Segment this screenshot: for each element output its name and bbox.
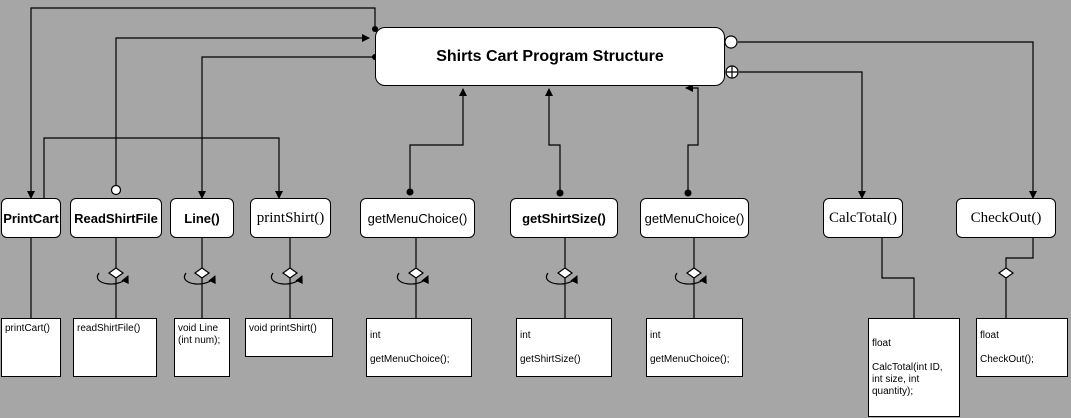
module-getmenuchoice-2: getMenuChoice() bbox=[640, 198, 749, 238]
connector-readshirtfile bbox=[115, 34, 370, 186]
module-calctotal: CalcTotal() bbox=[823, 198, 903, 238]
function-getmenuchoice-2: int getMenuChoice(); bbox=[646, 318, 743, 377]
module-printshirt: printShirt() bbox=[250, 198, 331, 238]
function-getmenuchoice-1: int getMenuChoice(); bbox=[366, 318, 472, 377]
function-checkout: float CheckOut(); bbox=[976, 318, 1068, 377]
function-line: void Line (int num); bbox=[174, 318, 230, 377]
function-calctotal: float CalcTotal(int ID, int size, int qu… bbox=[868, 318, 960, 417]
program-structure-title: Shirts Cart Program Structure bbox=[375, 27, 725, 86]
connector-line bbox=[198, 56, 375, 199]
connector-getmenuchoice-2 bbox=[685, 84, 699, 192]
function-readshirtfile: readShirtFile() bbox=[73, 318, 157, 377]
module-line: Line() bbox=[170, 198, 234, 238]
connector-printcart bbox=[27, 7, 376, 199]
connector-getshirtsize bbox=[545, 88, 561, 192]
module-getshirtsize: getShirtSize() bbox=[510, 198, 618, 238]
module-readshirtfile: ReadShirtFile bbox=[70, 198, 162, 238]
connector-checkout bbox=[738, 41, 1037, 199]
function-printshirt: void printShirt() bbox=[245, 318, 333, 357]
function-printcart: printCart() bbox=[1, 318, 61, 377]
connector-printshirt bbox=[43, 137, 283, 200]
connector-getmenuchoice-1 bbox=[409, 88, 467, 190]
connector-calctotal bbox=[739, 71, 866, 199]
function-getshirtsize: int getShirtSize() bbox=[516, 318, 612, 377]
module-checkout: CheckOut() bbox=[956, 198, 1056, 238]
module-printcart: PrintCart bbox=[1, 198, 61, 238]
module-getmenuchoice-1: getMenuChoice() bbox=[360, 198, 475, 238]
